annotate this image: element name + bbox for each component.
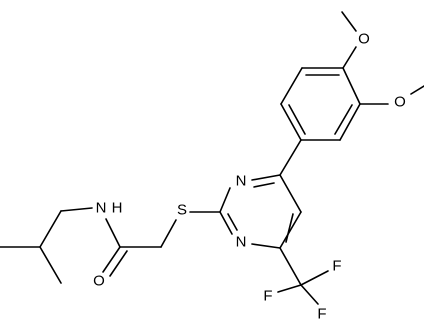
- bond-ring-a-inner3: [288, 104, 306, 135]
- bond-ring-a4: [280, 103, 302, 141]
- atom-s-thioether: S: [177, 202, 187, 219]
- bond-ch2-ch: [39, 210, 62, 248]
- bond-carbonyl-o-2: [109, 250, 128, 277]
- bond-cf3-f-right: [300, 270, 329, 286]
- atom-h-amide: H: [112, 200, 123, 217]
- atom-n-pyrimidine-top: N: [236, 173, 247, 190]
- bond-s-ch2: [160, 219, 177, 248]
- bond-biaryl: [279, 139, 302, 176]
- atom-n-amide: N: [96, 200, 107, 217]
- atom-labels: O O N N S N H O F F F: [93, 31, 406, 322]
- atom-f-bottom: F: [317, 306, 326, 322]
- bond-pyr-c2-n1: [219, 211, 233, 235]
- bond-ring-a2: [339, 103, 361, 141]
- bond-carbonyl-o-1: [102, 246, 121, 273]
- bond-pyr-n3-c2: [219, 187, 231, 213]
- bond-pyr-c4-n3-inner: [253, 182, 275, 188]
- bond-o-right-methyl: [410, 85, 424, 95]
- atom-f-left: F: [263, 288, 272, 305]
- atom-o-carbonyl: O: [93, 273, 105, 290]
- bond-c6-cf3: [279, 247, 302, 286]
- bond-pyr-c6-c5-inner: [285, 213, 294, 243]
- bond-carbonyl-n: [105, 218, 121, 248]
- bond-cf3-f-bottom: [300, 284, 319, 305]
- bond-cf3-f-left: [277, 284, 302, 293]
- bond-ring-a-inner2: [334, 104, 353, 135]
- bond-pyr-c6-c5: [279, 211, 302, 249]
- bond-o-top-ring: [342, 46, 357, 69]
- bond-pyr-c5-c4: [279, 174, 302, 213]
- bonds: [0, 11, 424, 305]
- atom-f-right: F: [332, 258, 341, 275]
- bond-pyr-c2-n1-inner: [227, 213, 238, 231]
- bond-ch-methyl-down: [39, 246, 62, 284]
- bond-pyr-n1-c6: [251, 243, 281, 249]
- bond-ring-a1: [342, 67, 361, 105]
- atom-n-pyrimidine-bottom: N: [236, 234, 247, 251]
- atom-o-methoxy-right: O: [394, 94, 406, 111]
- bond-ring-a5: [280, 67, 303, 105]
- bond-methyl-o-top: [341, 11, 357, 32]
- atom-o-methoxy-top: O: [358, 31, 370, 48]
- bond-n-ch2: [60, 207, 93, 212]
- bond-pyr-c4-n3: [251, 174, 281, 181]
